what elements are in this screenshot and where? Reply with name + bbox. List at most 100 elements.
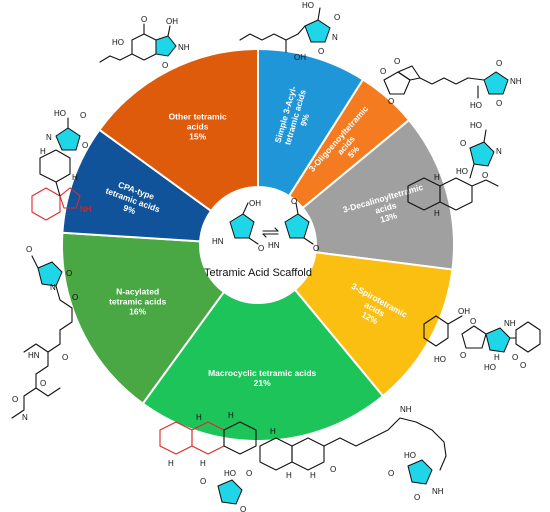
svg-text:O: O	[520, 361, 526, 370]
svg-text:H: H	[168, 459, 174, 468]
svg-text:OH: OH	[166, 17, 178, 26]
svg-text:O: O	[380, 67, 386, 76]
svg-text:O: O	[72, 293, 78, 302]
center-o-left: O	[258, 244, 264, 253]
svg-text:N: N	[496, 147, 502, 156]
center-oh: OH	[249, 199, 261, 208]
svg-text:NH: NH	[432, 487, 444, 496]
svg-text:NH: NH	[80, 205, 92, 214]
svg-text:O: O	[240, 505, 246, 512]
slice-label-line: 16%	[129, 307, 146, 317]
structure-nacyl: O N O O HN O O O N	[11, 245, 78, 422]
center-structure-enol: OH HN O	[212, 199, 264, 253]
center-hn-right: HN	[268, 241, 280, 250]
donut-slices	[61, 47, 455, 442]
slice-label-line: 9%	[298, 112, 311, 127]
center-o-top: O	[291, 197, 297, 206]
svg-text:HO: HO	[456, 167, 468, 176]
svg-text:N: N	[50, 283, 56, 292]
svg-text:O: O	[200, 477, 206, 486]
svg-text:NH: NH	[178, 43, 190, 52]
svg-text:HO: HO	[470, 101, 482, 110]
svg-text:O: O	[334, 13, 340, 22]
svg-text:H: H	[72, 173, 78, 182]
svg-text:H: H	[434, 173, 440, 182]
center-hn-left: HN	[212, 237, 224, 246]
svg-text:O: O	[470, 317, 476, 326]
svg-text:O: O	[12, 395, 18, 404]
svg-text:HO: HO	[470, 121, 482, 130]
svg-text:H: H	[434, 209, 440, 218]
svg-text:O: O	[162, 61, 168, 70]
svg-text:O: O	[388, 469, 394, 478]
slice-label-line: 15%	[189, 131, 206, 141]
svg-text:O: O	[26, 245, 32, 254]
svg-text:H: H	[270, 427, 276, 436]
svg-text:HO: HO	[404, 451, 416, 460]
svg-text:HO: HO	[54, 109, 66, 118]
structure-spiro: OH HO O HO H O NH O O	[423, 307, 541, 372]
svg-text:OH: OH	[458, 307, 470, 316]
svg-text:H: H	[40, 147, 46, 156]
svg-text:HO: HO	[434, 355, 446, 364]
svg-text:O: O	[394, 57, 400, 66]
svg-text:NH: NH	[400, 405, 412, 414]
svg-text:NH: NH	[504, 319, 516, 328]
svg-text:O: O	[330, 465, 336, 474]
svg-text:H: H	[286, 471, 292, 480]
svg-text:O: O	[460, 139, 466, 148]
slice-label-line: 13%	[379, 210, 399, 224]
slice-label-line: 21%	[254, 378, 271, 388]
svg-text:HO: HO	[302, 1, 314, 10]
structure-decalinoyl: HO N O O H HO H	[407, 121, 502, 218]
structure-simple: HO O N OH O	[239, 1, 340, 62]
center-o-right: O	[313, 244, 319, 253]
svg-text:H: H	[494, 353, 500, 362]
svg-text:OH: OH	[294, 53, 306, 62]
slice-label-line: acids	[187, 121, 209, 131]
svg-text:HO: HO	[484, 363, 496, 372]
equilibrium-arrows	[262, 227, 279, 238]
svg-text:O: O	[388, 97, 394, 106]
svg-text:O: O	[512, 353, 518, 362]
svg-text:O: O	[82, 141, 88, 150]
svg-text:O: O	[496, 99, 502, 108]
slice-label-line: tetramic acids	[109, 297, 166, 307]
slice-label-line: 9%	[122, 203, 137, 217]
svg-text:O: O	[80, 111, 86, 120]
svg-text:H: H	[310, 471, 316, 480]
svg-text:N: N	[332, 33, 338, 42]
svg-text:O: O	[62, 353, 68, 362]
svg-text:O: O	[141, 15, 147, 24]
svg-text:H: H	[200, 459, 206, 468]
svg-text:O: O	[246, 469, 252, 478]
slice-label-line: N-acylated	[116, 287, 159, 297]
svg-text:H: H	[196, 413, 202, 422]
structure-macro: H H H H O O H H H O NH HO HO O NH O O	[159, 405, 447, 512]
svg-text:NH: NH	[510, 77, 522, 86]
svg-text:O: O	[496, 59, 502, 68]
slice-label-line: Other tetramic	[169, 111, 227, 121]
center-structure-keto: O HN O	[268, 197, 319, 253]
svg-text:HN: HN	[28, 351, 40, 360]
svg-text:HO: HO	[224, 469, 236, 478]
slice-label-line: Macrocyclic tetramic acids	[208, 368, 316, 378]
svg-text:O: O	[482, 171, 488, 180]
svg-text:O: O	[40, 379, 46, 388]
svg-text:O: O	[66, 269, 72, 278]
svg-text:HO: HO	[112, 38, 124, 47]
structure-oligo: O O O O HO NH O	[380, 57, 522, 110]
svg-text:O: O	[460, 351, 466, 360]
center-scaffold: OH HN O O HN O Tetramic Acid Scaffold	[200, 187, 319, 303]
structure-other: HO O OH NH O	[99, 15, 190, 70]
slice-4	[141, 288, 385, 442]
svg-text:N: N	[22, 413, 28, 422]
svg-text:N: N	[46, 133, 52, 142]
svg-text:H: H	[228, 411, 234, 420]
structure-cpa: HO O N O H H NH	[31, 109, 92, 221]
